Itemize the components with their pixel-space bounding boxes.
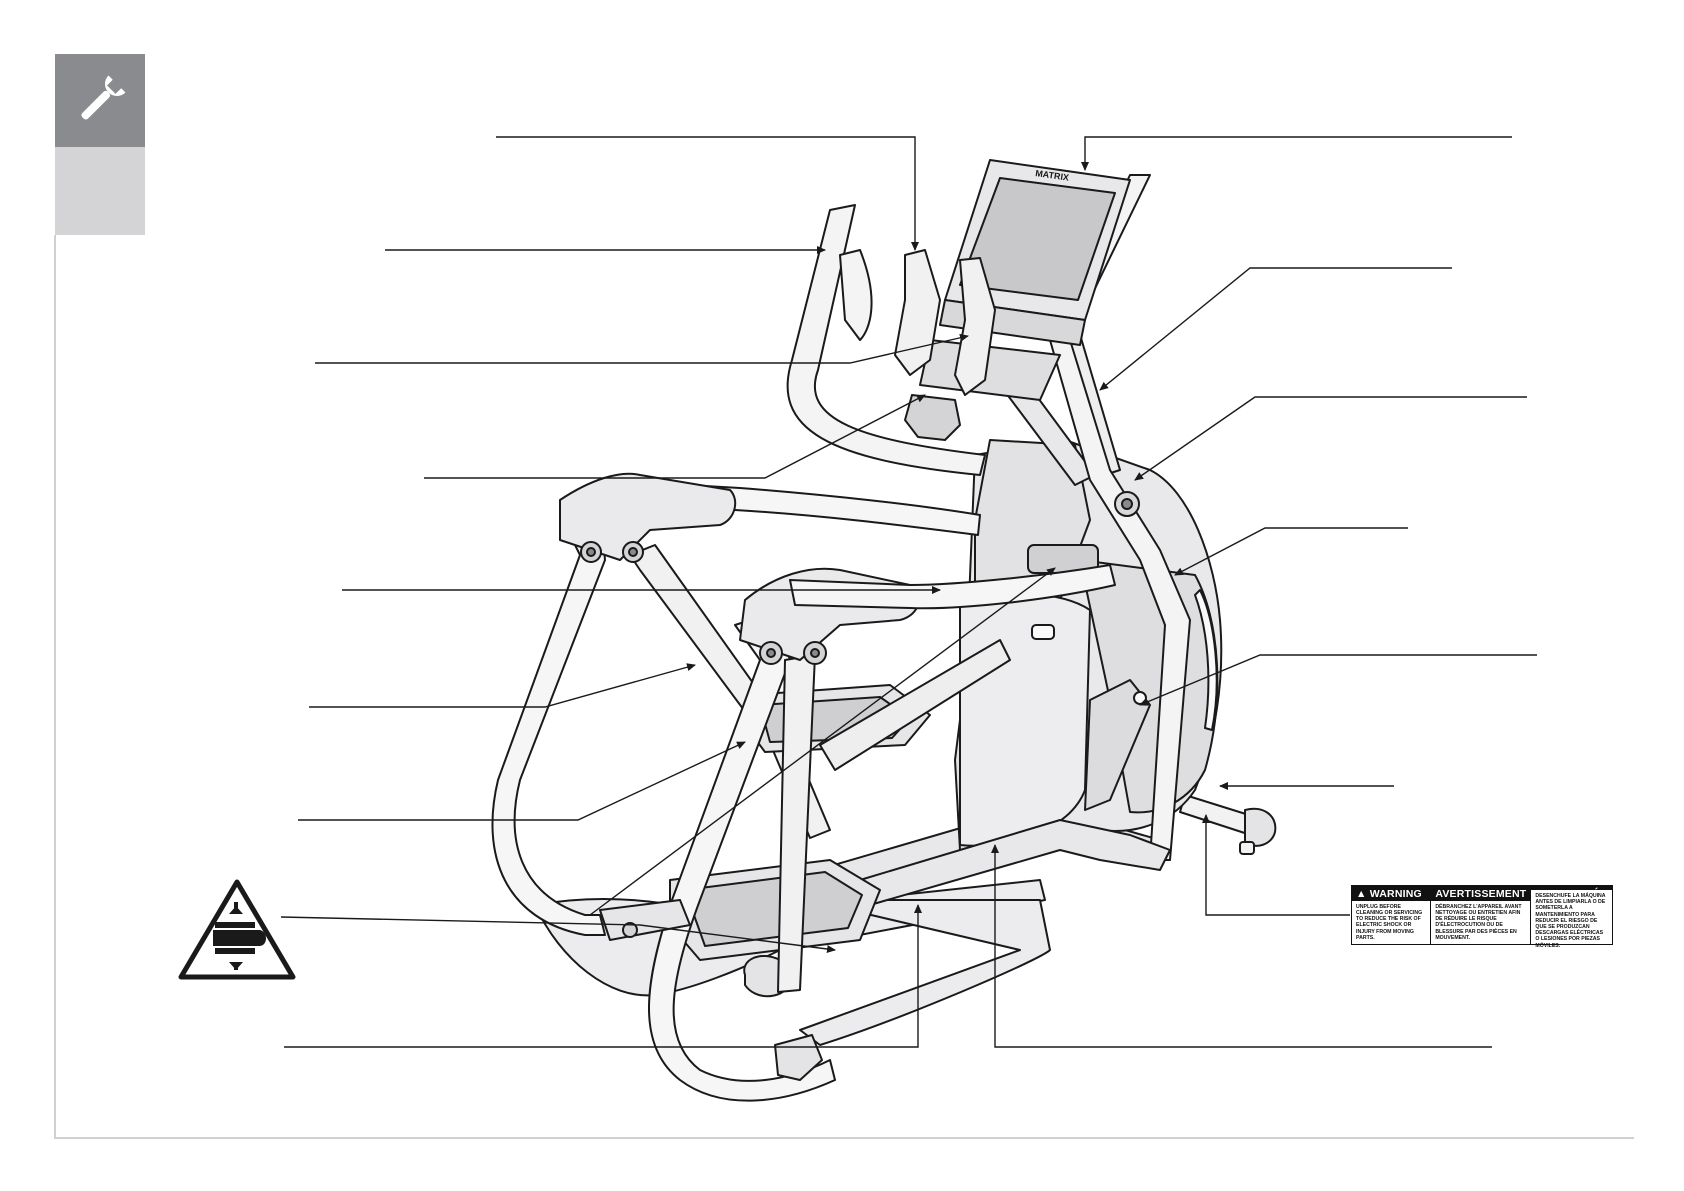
rear-stabilizer [1179, 794, 1277, 855]
warning-label-en: ▲ WARNING Unplug before cleaning or serv… [1352, 886, 1432, 944]
front-crossbar [789, 564, 1116, 610]
page-border-bottom [54, 1137, 1634, 1139]
wrench-icon [81, 75, 126, 120]
callout-leaders [280, 136, 1537, 1048]
warning-label-title-fr: AVERTISSEMENT [1431, 886, 1531, 901]
alert-triangle-icon: ▲ [1356, 888, 1367, 900]
moving-arm-left-front [839, 249, 873, 341]
upper-arm-left-rear [786, 204, 986, 476]
warning-label-text-es: Desenchufe la máquina antes de limpiarla… [1535, 893, 1606, 949]
section-tab [55, 54, 145, 147]
warning-label-title-en: ▲ WARNING [1352, 886, 1431, 901]
console-brand: MATRIX [1035, 168, 1070, 183]
stride-arm [819, 639, 1171, 906]
warning-label-fr: AVERTISSEMENT Débranchez l'appareil avan… [1431, 886, 1532, 944]
page-border-left [54, 235, 56, 1139]
console [919, 159, 1131, 401]
stationary-handle-left [894, 249, 996, 396]
bottle-holder [904, 394, 961, 441]
hand-pinch-warning-icon [178, 879, 296, 980]
warning-label-text-en: Unplug before cleaning or servicing to r… [1356, 903, 1423, 941]
elliptical-machine [491, 159, 1277, 1102]
warning-label-text-fr: Débranchez l'appareil avant nettoyage ou… [1435, 903, 1522, 941]
linkage-arm [1084, 679, 1151, 811]
section-tab-lower [55, 147, 145, 235]
rear-rail-left [599, 899, 691, 941]
rear-leg-frame [491, 472, 831, 936]
warning-label-title-es: PRECAUCIÓN [1531, 886, 1612, 890]
warning-label: ▲ WARNING Unplug before cleaning or serv… [1351, 885, 1613, 949]
warning-label-es: PRECAUCIÓN Desenchufe la máquina antes d… [1531, 886, 1612, 949]
